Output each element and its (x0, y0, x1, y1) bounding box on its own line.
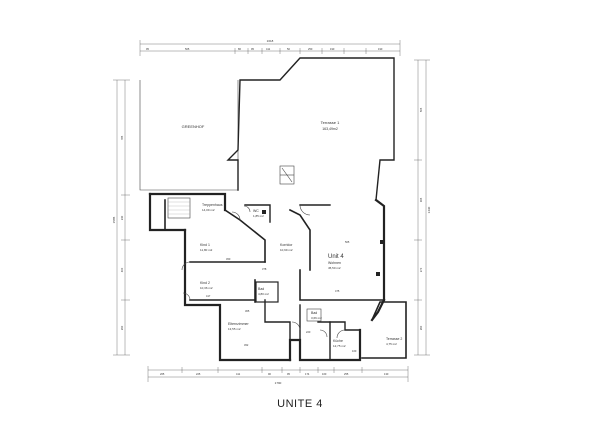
eltern-area: 13,55 m2 (228, 327, 241, 331)
dim-bottom-seg: 90 (268, 372, 271, 376)
dim-interior: 220 (306, 330, 311, 334)
dimension-labels: 1618 95 505 86 95 411 50 250 190 190 179… (112, 39, 431, 385)
interior-walls (164, 197, 385, 361)
wc-name: WC (253, 209, 259, 213)
dim-interior: 475 (335, 289, 340, 293)
dim-right-seg: 395 (419, 197, 423, 202)
kind2-name: Kind 2 (200, 281, 210, 285)
exterior-walls (148, 192, 407, 362)
korridor-area: 10,99 m2 (280, 248, 293, 252)
treppe-name: Treppenhaus (202, 203, 223, 207)
terrace-2-name: Terrasse 2 (386, 337, 402, 341)
terrace-1-name: Terrasse 1 (321, 120, 340, 125)
dim-right-seg: 270 (419, 267, 423, 272)
dim-bottom-seg: 160 (322, 372, 327, 376)
garden-area (139, 80, 239, 191)
dim-interior: 450 (226, 257, 231, 261)
dim-interior: 160 (352, 349, 357, 353)
dim-top-total: 1618 (267, 39, 274, 43)
dim-bottom-seg: 411 (236, 372, 241, 376)
dimension-lines (113, 40, 430, 382)
kueche-name: Küche (333, 339, 343, 343)
wc-area: 1,85 m2 (253, 214, 264, 218)
terrace-1-outline (226, 57, 395, 201)
treppe-area: 14,09 m2 (202, 208, 215, 212)
dim-top-seg: 50 (287, 47, 290, 51)
bad2-area: 3,66 m2 (311, 316, 322, 320)
dim-top-seg: 250 (308, 47, 313, 51)
unit-title: Unit 4 (328, 254, 344, 260)
dim-left-seg: 785 (120, 135, 124, 140)
dim-interior: 378 (262, 267, 267, 271)
dim-bottom-seg: 255 (344, 372, 349, 376)
dim-top-seg: 411 (266, 47, 271, 51)
room-labels: Terrasse 1 163,49m2 GREENHOF Treppenhaus… (182, 120, 403, 348)
dim-right-total: 1430 (427, 206, 431, 213)
dim-left-seg: 400 (120, 267, 124, 272)
dim-bottom-seg: 265 (160, 372, 165, 376)
plan-caption: UNITE 4 (277, 398, 323, 410)
dim-left-seg: 240 (120, 215, 124, 220)
eltern-name: Elternzimmer (228, 322, 249, 326)
kind1-name: Kind 1 (200, 243, 210, 247)
kind1-area: 11,80 m2 (200, 248, 213, 252)
dim-bottom-seg: 95 (287, 372, 290, 376)
kind2-area: 10,36 m2 (200, 286, 213, 290)
door-swings (181, 204, 346, 339)
terrace-2-area: 4,75 m2 (386, 342, 397, 346)
dim-top-seg: 190 (378, 47, 383, 51)
dim-bottom-total: 1790 (275, 381, 282, 385)
dim-top-seg: 86 (238, 47, 241, 51)
bad2-name: Bad (311, 311, 317, 315)
dim-top-seg: 95 (146, 47, 149, 51)
dim-right-seg: 505 (419, 107, 423, 112)
terrace-1-area: 163,49m2 (322, 127, 338, 131)
bad-name: Bad (258, 287, 264, 291)
dim-bottom-seg: 130 (384, 372, 389, 376)
dim-left-seg: 290 (120, 325, 124, 330)
dim-right-seg: 260 (419, 325, 423, 330)
dim-interior: 417 (206, 294, 211, 298)
dim-top-seg: 505 (185, 47, 190, 51)
dim-top-seg: 95 (251, 47, 254, 51)
dim-bottom-seg: 174 (305, 372, 310, 376)
dim-interior: 305 (245, 309, 250, 313)
dim-interior: 505 (345, 240, 350, 244)
wohnen-area: 45,50 m2 (328, 266, 341, 270)
bad-area: 4,80 m2 (258, 292, 269, 296)
dim-left-total: 1585 (112, 216, 116, 223)
dim-top-seg: 190 (330, 47, 335, 51)
garden-name: GREENHOF (182, 124, 205, 129)
korridor-name: Korridor (280, 243, 293, 247)
dim-interior: 452 (244, 343, 249, 347)
skylight (279, 165, 295, 185)
kueche-area: 12,75 m2 (333, 344, 346, 348)
dim-bottom-seg: 225 (196, 372, 201, 376)
wohnen-name: Wohnen (328, 261, 341, 265)
